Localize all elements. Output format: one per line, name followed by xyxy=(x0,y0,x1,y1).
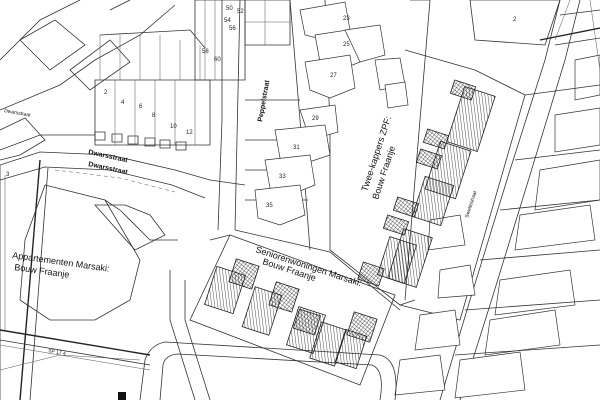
house-number: 3 xyxy=(6,172,10,178)
house-number: 25 xyxy=(343,42,350,48)
twee-kappers-buildings xyxy=(357,79,496,288)
street-names: Peppelstraat Dwarsstraat Dwarsstraat Swe… xyxy=(4,79,479,357)
house-number: 60 xyxy=(214,57,221,63)
house-number: 2 xyxy=(513,17,517,23)
house-number: 4 xyxy=(121,100,125,106)
senioren-buildings xyxy=(204,258,378,370)
house-numbers: 2 4 6 8 10 12 3 23 25 27 29 31 33 35 50 … xyxy=(6,6,517,209)
house-number: 31 xyxy=(293,145,300,151)
house-number: 56 xyxy=(229,26,236,32)
house-number: 27 xyxy=(330,73,337,79)
house-number: 35 xyxy=(266,203,273,209)
house-number: 8 xyxy=(152,113,156,119)
street-swettestraat: Swettestraat xyxy=(464,190,478,219)
project-labels: Appartementen Marsaki: Bouw Fraanje Seni… xyxy=(12,115,397,288)
house-number: 29 xyxy=(312,116,319,122)
house-number: 2 xyxy=(104,90,108,96)
house-number: 10 xyxy=(170,124,177,130)
street-small-left: Dwarsstraat xyxy=(4,108,32,119)
black-marker xyxy=(118,392,126,400)
house-number: 58 xyxy=(202,49,209,55)
house-number: 12 xyxy=(186,130,193,136)
house-number: 6 xyxy=(139,104,143,110)
street-peppelstraat: Peppelstraat xyxy=(257,79,271,122)
house-number: 54 xyxy=(224,18,231,24)
house-number: 50 xyxy=(226,6,233,12)
house-number: 52 xyxy=(237,9,244,15)
house-number: 33 xyxy=(279,174,286,180)
house-number: 23 xyxy=(343,16,350,22)
street-bottom-left: SP 17 4 xyxy=(48,348,67,357)
